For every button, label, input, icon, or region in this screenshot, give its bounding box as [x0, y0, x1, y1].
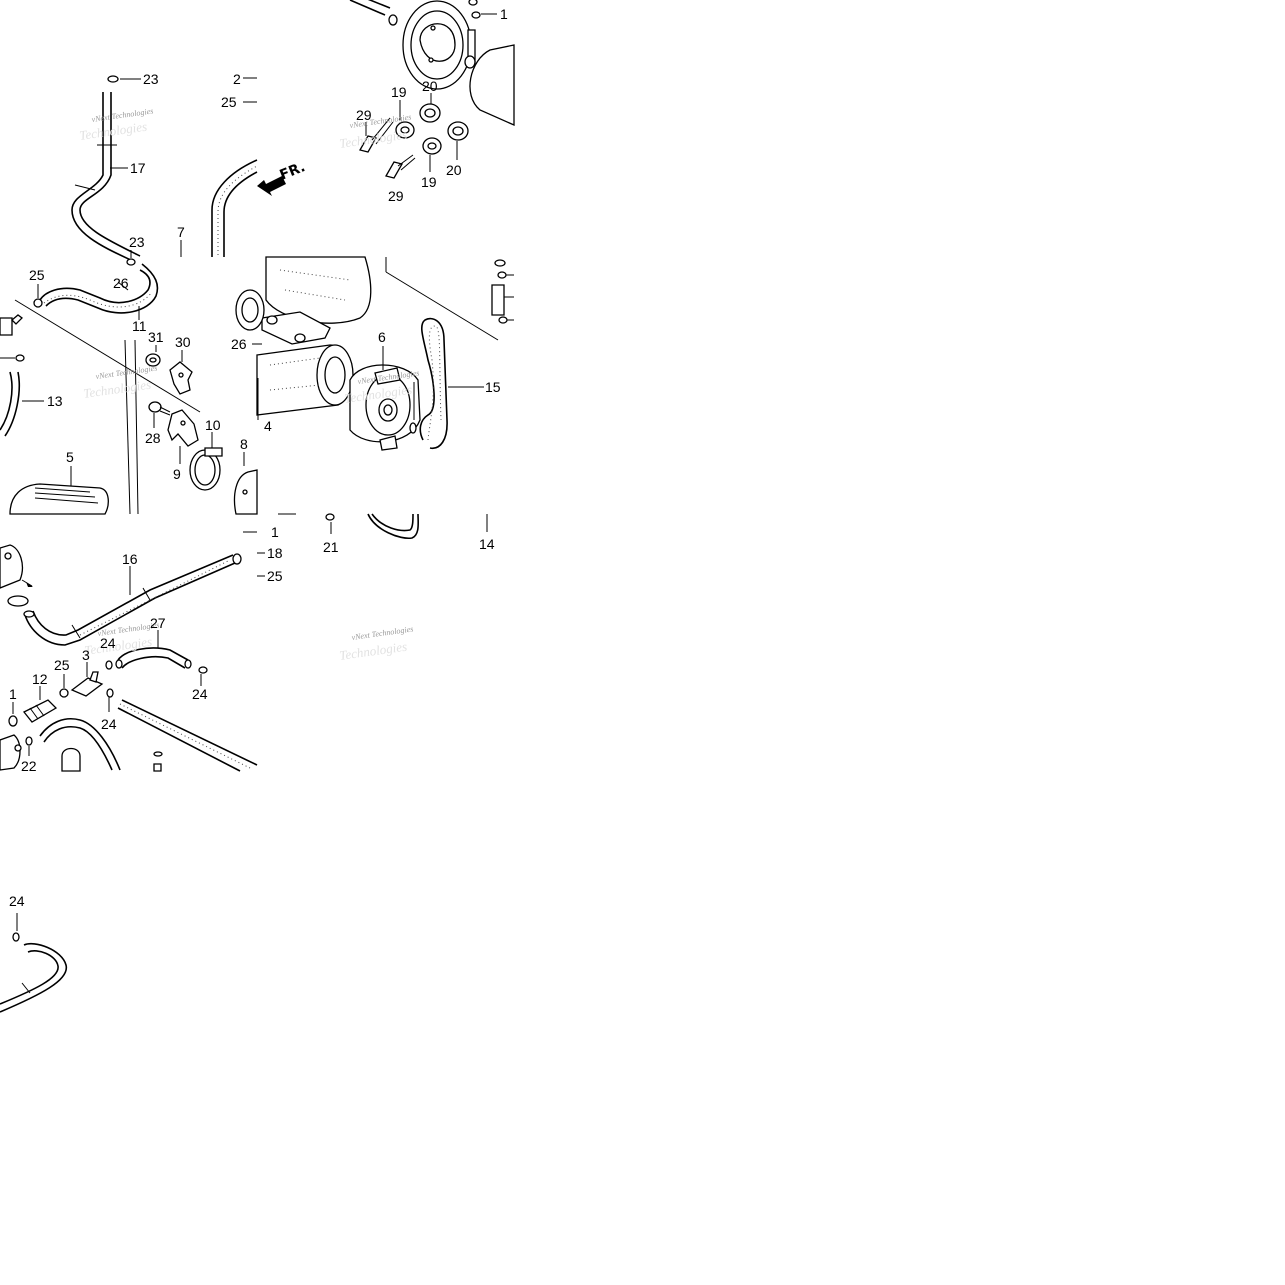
- tile-bottom-left: [0, 913, 68, 1013]
- callout-23-a: 23: [143, 71, 159, 87]
- callout-1-top: 1: [500, 6, 508, 22]
- callout-25-d: 25: [54, 657, 70, 673]
- svg-text:Technologies: Technologies: [78, 119, 148, 143]
- callout-23-b: 23: [129, 234, 145, 250]
- callout-1-low: 1: [9, 686, 17, 702]
- bracket-30: [169, 350, 193, 395]
- svg-text:Technologies: Technologies: [338, 127, 408, 151]
- hose-15: [419, 317, 448, 449]
- callout-31: 31: [148, 329, 164, 345]
- callout-26-b: 26: [231, 336, 247, 352]
- cover-disc: [402, 0, 472, 90]
- callout-21: 21: [323, 539, 339, 555]
- bolt-28: [148, 401, 171, 428]
- hose-13: [0, 371, 13, 431]
- callout-29-a: 29: [356, 107, 372, 123]
- callout-19-a: 19: [391, 84, 407, 100]
- connector-12: [22, 686, 58, 723]
- svg-text:Technologies: Technologies: [82, 377, 152, 401]
- callout-20-a: 20: [422, 78, 438, 94]
- canister-top: [265, 256, 372, 324]
- watermark-5: Technologies vNext Technologies: [83, 620, 159, 658]
- hose-bottom: [0, 943, 68, 1013]
- canister-upper: [464, 44, 515, 126]
- tile-lower-left: Technologies vNext Technologies: [0, 531, 265, 772]
- callout-24-a: 24: [100, 635, 116, 651]
- callout-25-c: 25: [267, 568, 283, 584]
- bolt-29-lower: [385, 154, 416, 179]
- callout-1-mid: 1: [271, 524, 279, 540]
- hose-11: [39, 269, 151, 304]
- callout-11: 11: [132, 318, 147, 334]
- callout-19-b: 19: [421, 174, 437, 190]
- cylinder-4: [256, 344, 354, 420]
- hose-17: [71, 92, 136, 263]
- grommet-20-upper: [419, 93, 441, 123]
- clamp-25: [33, 298, 43, 308]
- collar-19-lower: [422, 137, 442, 172]
- hose-16: [24, 562, 236, 646]
- callout-29-b: 29: [388, 188, 404, 204]
- callout-3: 3: [82, 647, 90, 663]
- callout-20-b: 20: [446, 162, 462, 178]
- callout-8: 8: [240, 436, 248, 452]
- front-direction-label: FR.: [278, 159, 308, 184]
- bracket-plate: [261, 311, 331, 345]
- callout-18: 18: [267, 545, 283, 561]
- callout-27: 27: [150, 615, 166, 631]
- bracket-9: [167, 409, 199, 464]
- clamp-23: [107, 75, 119, 83]
- callout-30: 30: [175, 334, 191, 350]
- callout-4: 4: [264, 418, 272, 434]
- fitting-26: [235, 289, 265, 345]
- callout-6: 6: [378, 329, 386, 345]
- callout-5: 5: [66, 449, 74, 465]
- collar-19-upper: [395, 100, 415, 139]
- svg-text:Technologies: Technologies: [338, 639, 408, 663]
- callout-10: 10: [205, 417, 221, 433]
- bolt-29-upper: [359, 117, 394, 153]
- part-8: [233, 452, 258, 515]
- callout-9: 9: [173, 466, 181, 482]
- tile-blank-watermark: Technologies vNext Technologies: [338, 624, 413, 663]
- callout-22: 22: [21, 758, 37, 774]
- callout-28: 28: [145, 430, 161, 446]
- tile-center: Technologies vNext Technologies: [235, 256, 514, 539]
- callout-26-a: 26: [113, 275, 129, 291]
- callout-labels: 1 23 2 25 17 19 20 29 20 19 29 23 7 25 2…: [9, 6, 508, 909]
- hose-7: [211, 159, 258, 257]
- front-direction-arrow: FR.: [257, 159, 308, 196]
- callout-2: 2: [233, 71, 241, 87]
- tile-top-middle: FR. Technologies vNext Technologies: [257, 0, 515, 196]
- hose-27: [117, 647, 189, 661]
- callout-17: 17: [130, 160, 146, 176]
- callout-13: 13: [47, 393, 63, 409]
- callout-16: 16: [122, 551, 138, 567]
- t-joint-3: [70, 660, 114, 712]
- hose-17-outline: [79, 92, 141, 257]
- housing-5: [9, 466, 109, 515]
- callout-14: 14: [479, 536, 495, 552]
- callout-24-c: 24: [101, 716, 117, 732]
- callout-25-b: 25: [29, 267, 45, 283]
- svg-text:Technologies: Technologies: [83, 634, 153, 658]
- callout-25-a: 25: [221, 94, 237, 110]
- watermark-1: Technologies vNext Technologies: [78, 106, 153, 143]
- watermark-2: Technologies vNext Technologies: [338, 112, 411, 151]
- watermark-3: Technologies vNext Technologies: [82, 363, 157, 401]
- cover-6: [349, 346, 421, 451]
- callout-24-d: 24: [9, 893, 25, 909]
- housing-lower: [0, 544, 33, 607]
- callout-24-b: 24: [192, 686, 208, 702]
- tile-middle-left: Technologies vNext Technologies: [0, 263, 258, 515]
- callout-7: 7: [177, 224, 185, 240]
- grommet-20-lower: [447, 121, 469, 160]
- callout-15: 15: [485, 379, 501, 395]
- band-10: [189, 432, 223, 491]
- callout-12: 12: [32, 671, 48, 687]
- clamp: [388, 14, 398, 26]
- nut-31: [145, 345, 161, 367]
